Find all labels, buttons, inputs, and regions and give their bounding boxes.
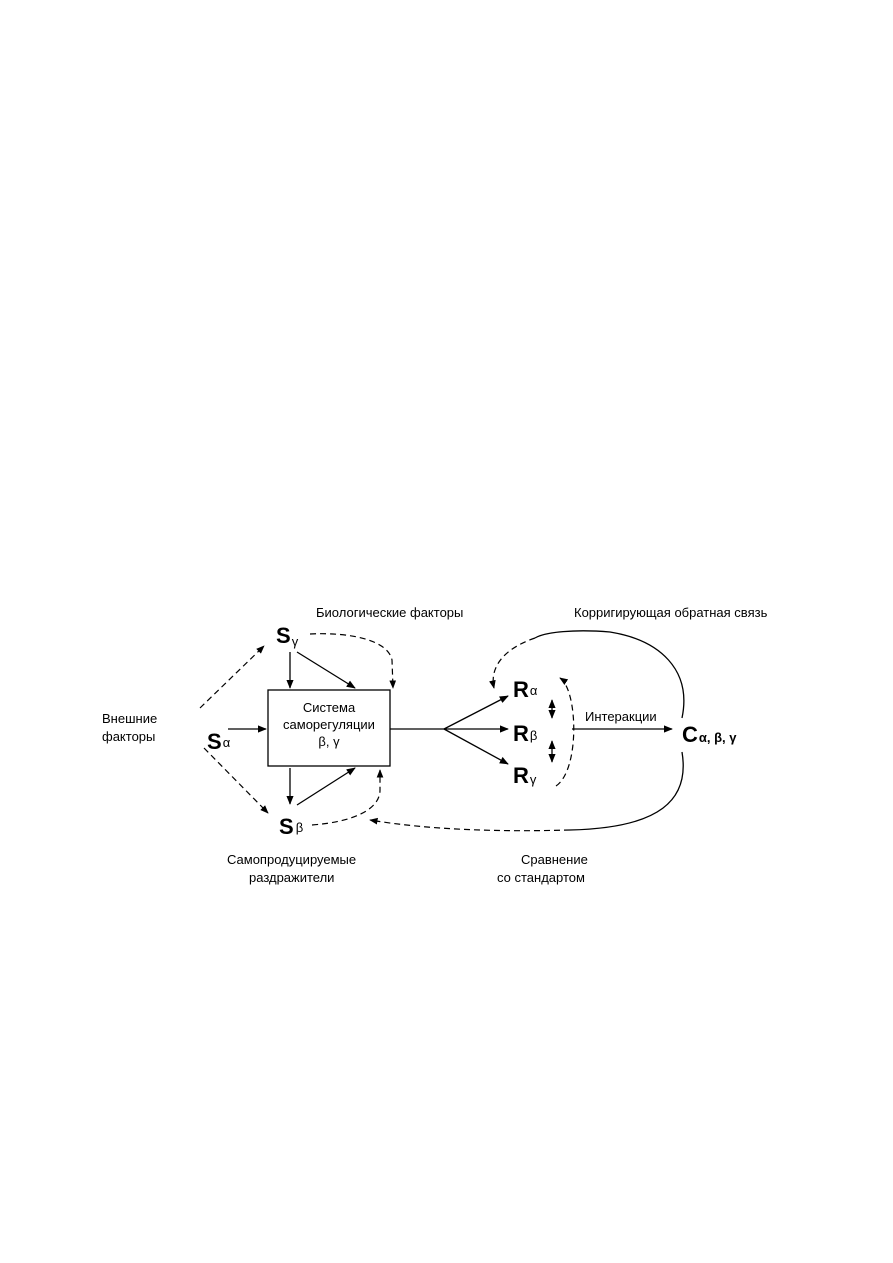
node-letter: R [513,677,529,702]
node-r-alpha: Rα [513,677,538,702]
box-text-line1: Система [303,700,356,715]
svg-text:Rγ: Rγ [513,763,537,788]
external-factors-label-1: Внешние [102,711,157,726]
node-subscript: β [296,820,303,835]
svg-text:Rα: Rα [513,677,538,702]
node-letter: R [513,721,529,746]
node-subscript: γ [530,772,537,787]
interaction-label: Интеракции [585,709,657,724]
svg-text:Cα, β, γ: Cα, β, γ [682,722,737,747]
external-to-s-gamma [199,645,265,709]
biological-factors-label: Биологические факторы [316,605,463,620]
s-beta-to-box-dashed [311,769,384,826]
node-c: Cα, β, γ [682,722,737,747]
arrow-s-beta-diag [296,767,356,806]
node-letter: C [682,722,698,747]
comparison-curve [569,751,684,831]
node-letter: S [279,814,294,839]
corrective-feedback-label: Корригирующая обратная связь [574,605,768,620]
self-produced-label-2: раздражители [249,870,334,885]
node-r-beta: Rβ [513,721,537,746]
node-letter: S [276,623,291,648]
node-r-gamma: Rγ [513,763,537,788]
s-gamma-to-box-dashed [309,633,397,689]
comparison-label-2: со стандартом [497,870,585,885]
svg-text:Sβ: Sβ [279,814,303,839]
corrective-feedback-dashed [489,637,536,689]
node-s-alpha: Sα [207,729,231,754]
arrow-to-r-alpha [443,695,509,730]
arrow-s-gamma-diag [296,651,356,689]
box-text-line2: саморегуляции [283,717,375,732]
box-text-line3: β, γ [318,734,340,749]
node-letter: R [513,763,529,788]
r-group-dashed-arc [555,677,575,787]
svg-text:Sα: Sα [207,729,231,754]
svg-text:Rβ: Rβ [513,721,537,746]
node-s-gamma: Sγ [276,623,299,649]
node-subscript: α, β, γ [699,730,737,745]
external-to-s-beta [203,747,269,814]
svg-text:Sγ: Sγ [276,623,299,649]
comparison-label-1: Сравнение [521,852,588,867]
node-subscript: γ [292,634,299,649]
node-subscript: β [530,728,537,743]
arrow-to-r-gamma [443,728,509,765]
comparison-dashed [369,817,571,832]
corrective-feedback-curve [534,630,685,719]
node-subscript: α [530,683,538,698]
node-subscript: α [223,735,231,750]
self-produced-label-1: Самопродуцируемые [227,852,356,867]
external-factors-label-2: факторы [102,729,155,744]
node-letter: S [207,729,222,754]
self-regulation-box [267,689,391,767]
